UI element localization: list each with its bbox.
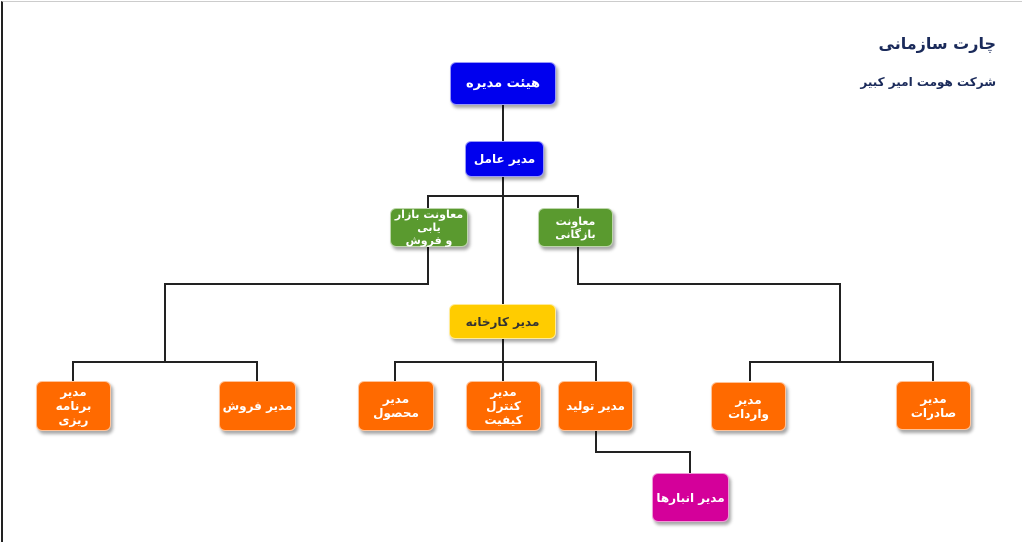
line-marketing-children xyxy=(72,361,258,381)
line-production-warehouse xyxy=(595,431,691,473)
node-factory-manager: مدیر کارخانه xyxy=(449,304,556,339)
node-ceo: مدیر عامل xyxy=(465,141,544,177)
node-warehouse-manager: مدیر انبارها xyxy=(652,473,729,522)
node-imports-manager: مدیر واردات xyxy=(711,382,786,431)
line-commerce-branch xyxy=(577,247,841,362)
line-ceo-vps xyxy=(427,195,579,208)
chart-title: چارت سازمانی xyxy=(878,34,996,53)
line-factory-children xyxy=(394,361,597,381)
node-planning-manager: مدیر برنامه ریزی xyxy=(36,381,111,431)
line-commerce-children xyxy=(749,361,934,381)
node-exports-manager: مدیر صادرات xyxy=(896,381,971,430)
node-board: هیئت مدیره xyxy=(450,62,556,105)
node-qc-manager: مدیر کنترل کیفیت xyxy=(466,381,541,431)
node-sales-manager: مدیر فروش xyxy=(219,381,296,431)
line-marketing-branch xyxy=(164,247,429,362)
company-name: شرکت هومت امیر کبیر xyxy=(860,75,996,89)
node-commerce-vp: معاونت بازگانی xyxy=(538,208,613,247)
node-product-manager: مدیر محصول xyxy=(358,381,434,431)
node-production-manager: مدیر تولید xyxy=(558,381,633,431)
node-marketing-vp: معاونت بازار یابی و فروش xyxy=(390,208,468,247)
